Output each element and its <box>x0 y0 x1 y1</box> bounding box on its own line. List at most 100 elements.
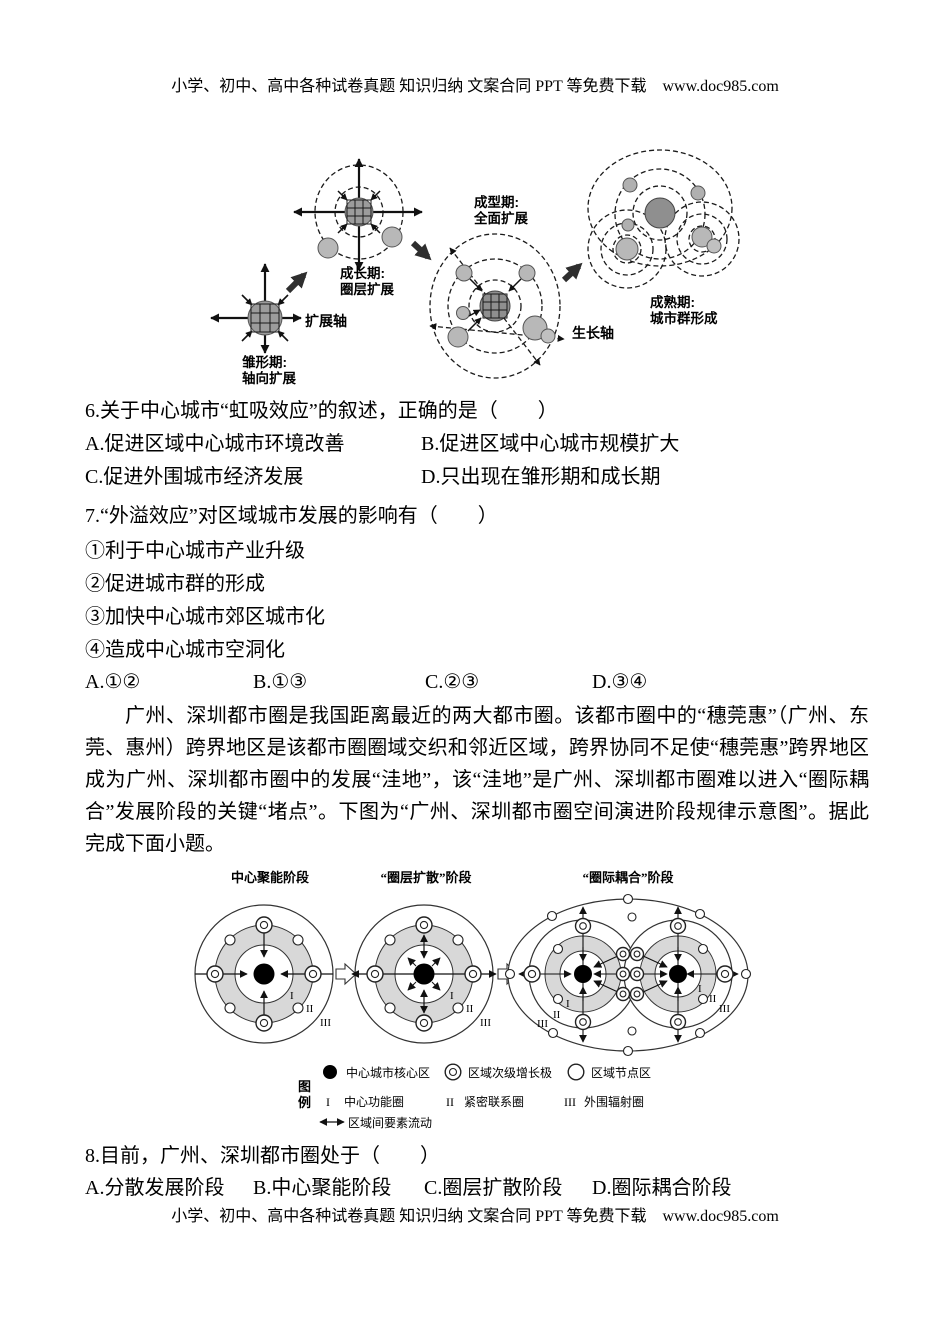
core-dot-icon <box>323 1065 337 1079</box>
node-circle-icon <box>697 943 709 955</box>
ring-label-2: II <box>466 1003 474 1015</box>
stage1-title: 雏形期: <box>242 354 287 370</box>
satellite-town <box>540 328 556 344</box>
satellite-town <box>690 185 706 201</box>
ring-label-2: II <box>709 993 717 1005</box>
node-circle-icon <box>627 1026 637 1036</box>
city-core-node <box>479 290 511 322</box>
legend-pole-label: 区域次级增长极 <box>468 1066 552 1080</box>
satellite-town <box>455 264 473 282</box>
ring-label-3: III <box>719 1003 730 1015</box>
ring-label-2: II <box>553 1009 561 1021</box>
q7-option-a: A.①② <box>85 671 141 693</box>
stage2-title: 成长期: <box>340 265 385 281</box>
city-core-node <box>644 197 676 229</box>
sub-center-node <box>691 226 713 248</box>
node-circle-icon <box>567 1063 585 1081</box>
node-circle-icon <box>292 1002 304 1014</box>
stage-transition-arrow-icon <box>561 262 583 283</box>
stage3-title: 成型期: <box>474 194 519 210</box>
core-dot <box>253 963 275 985</box>
growth-pole-icon <box>629 946 645 962</box>
system-inter-circle-coupling: I II III I II III <box>504 893 752 1057</box>
node-circle-icon <box>552 993 564 1005</box>
ring-label-1: I <box>290 990 294 1002</box>
growth-pole-icon <box>255 1014 273 1032</box>
legend-ring1-numeral: I <box>326 1095 330 1109</box>
page-header-note: 小学、初中、高中各种试卷真题 知识归纳 文案合同 PPT 等免费下载 www.d… <box>171 78 779 95</box>
node-circle-icon <box>697 993 709 1005</box>
q7-item-4: ④造成中心城市空洞化 <box>85 639 285 661</box>
legend-flow-label: 区域间要素流动 <box>348 1116 432 1130</box>
node-circle-icon <box>552 943 564 955</box>
city-core-node <box>344 197 374 227</box>
satellite-town <box>317 237 339 259</box>
growth-pole-icon <box>366 965 384 983</box>
growth-pole-icon <box>464 965 482 983</box>
bottom-stage3-label: “圈际耦合”阶段 <box>582 870 673 885</box>
q7-option-c: C.②③ <box>425 671 480 693</box>
node-circle-icon <box>452 1002 464 1014</box>
stage1-subtitle: 轴向扩展 <box>242 370 296 386</box>
ring-label-3: III <box>480 1017 491 1029</box>
growth-pole-icon <box>415 916 433 934</box>
growth-pole-icon <box>304 965 322 983</box>
growth-pole-icon <box>255 916 273 934</box>
growth-pole-icon <box>415 1014 433 1032</box>
node-circle-icon <box>224 1002 236 1014</box>
node-circle-icon <box>546 910 558 922</box>
ring-label-3: III <box>320 1017 331 1029</box>
core-dot <box>574 965 592 983</box>
growth-pole-icon <box>574 1013 592 1031</box>
satellite-town <box>447 326 469 348</box>
stage-forming: 成型期: 全面扩展 生长轴 <box>429 194 614 379</box>
q7-item-2: ②促进城市群的形成 <box>85 573 265 595</box>
stage-transition-arrow-icon <box>410 240 432 261</box>
legend-ring3-label: 外围辐射圈 <box>584 1094 644 1109</box>
legend-core-label: 中心城市核心区 <box>346 1065 430 1080</box>
node-circle-icon <box>292 934 304 946</box>
node-circle-icon <box>622 893 634 905</box>
ring-label-1: I <box>450 990 454 1002</box>
ring-label-1: I <box>566 998 570 1010</box>
growth-pole-icon <box>615 966 631 982</box>
q7-item-3: ③加快中心城市郊区城市化 <box>85 606 325 628</box>
q8-stem: 8.目前，广州、深圳都市圈处于（ ） <box>85 1145 440 1167</box>
stage3-subtitle: 全面扩展 <box>473 210 528 226</box>
node-circle-icon <box>384 934 396 946</box>
satellite-town <box>622 177 638 193</box>
growth-axis-label: 生长轴 <box>572 325 614 341</box>
satellite-town <box>706 238 722 254</box>
q7-stem: 7.“外溢效应”对区域城市发展的影响有（ ） <box>85 505 498 527</box>
stage-mature: 成熟期: 城市群形成 <box>587 149 740 326</box>
passage-text: 广州、深圳都市圈是我国距离最近的两大都市圈。该都市圈中的“穗莞惠”（广州、东莞、… <box>85 705 869 855</box>
q8-option-c: C.圈层扩散阶段 <box>424 1177 563 1199</box>
city-core-node <box>247 300 283 336</box>
growth-pole-icon <box>716 965 734 983</box>
q6-option-b: B.促进区域中心城市规模扩大 <box>421 433 680 455</box>
q6-stem: 6.关于中心城市“虹吸效应”的叙述，正确的是（ ） <box>85 400 558 422</box>
growth-pole-icon <box>615 986 631 1002</box>
node-circle-icon <box>224 934 236 946</box>
node-circle-icon <box>547 1027 559 1039</box>
growth-pole-icon <box>574 917 592 935</box>
legend-ring2-label: 紧密联系圈 <box>464 1094 524 1109</box>
core-dot <box>669 965 687 983</box>
stage-embryonic: 扩展轴 雏形期: 轴向扩展 <box>210 263 347 386</box>
growth-pole-icon <box>444 1063 462 1081</box>
growth-pole-icon <box>615 946 631 962</box>
growth-pole-icon <box>629 966 645 982</box>
bottom-stage1-label: 中心聚能阶段 <box>231 870 309 885</box>
q7-option-b: B.①③ <box>253 671 308 693</box>
growth-pole-icon <box>669 1013 687 1031</box>
node-circle-icon <box>694 1027 706 1039</box>
q8-option-b: B.中心聚能阶段 <box>253 1177 392 1199</box>
ring-label-1: I <box>698 983 702 995</box>
legend-node-label: 区域节点区 <box>591 1066 651 1080</box>
q8-option-a: A.分散发展阶段 <box>85 1177 225 1199</box>
legend-ring2-numeral: II <box>446 1095 454 1109</box>
satellite-town <box>381 226 403 248</box>
bottom-stage2-label: “圈层扩散”阶段 <box>380 870 471 885</box>
sub-center-node <box>615 237 639 261</box>
legend-ring3-numeral: III <box>564 1095 576 1109</box>
